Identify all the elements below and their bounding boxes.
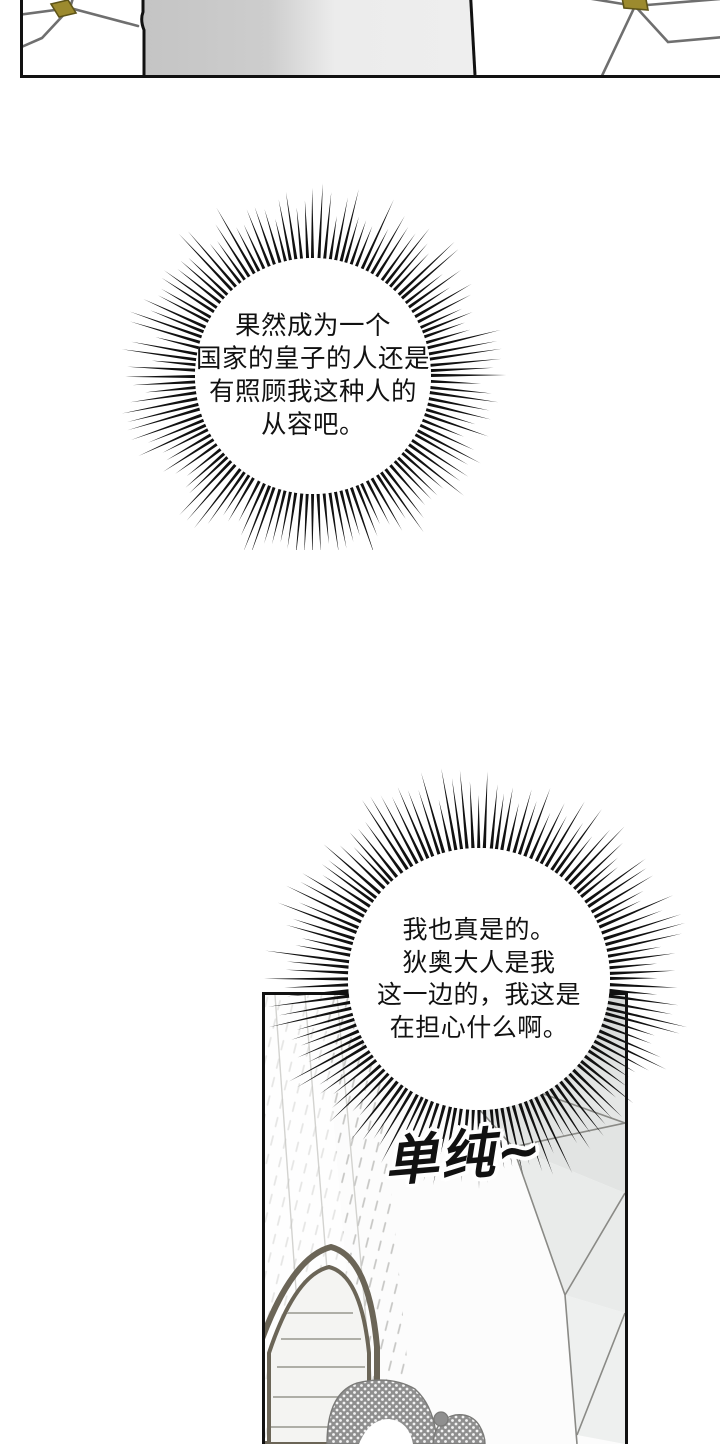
- bubble-1-text: 果然成为一个 国家的皇子的人还是 有照顾我这种人的 从容吧。: [195, 310, 430, 441]
- ceiling-plane-lower: [513, 1147, 625, 1313]
- panel-border-bottom: [20, 75, 720, 78]
- figure-silhouettes: [326, 1379, 486, 1444]
- top-panel-ceiling-mosaic: [20, 0, 720, 78]
- panel-border-left: [20, 0, 23, 78]
- thought-bubble-spiky-1: 果然成为一个 国家的皇子的人还是 有照顾我这种人的 从容吧。: [40, 110, 580, 550]
- top-panel-artwork: [20, 0, 720, 78]
- pillar-edge-right: [469, 0, 477, 76]
- bubble-1-core: 果然成为一个 国家的皇子的人还是 有照顾我这种人的 从容吧。: [195, 258, 431, 494]
- gold-joints: [49, 0, 649, 18]
- bubble-2-text: 我也真是的。 狄奥大人是我 这一边的，我这是 在担心什么啊。: [376, 915, 581, 1042]
- bubble-2-core: 我也真是的。 狄奥大人是我 这一边的，我这是 在担心什么啊。: [348, 848, 610, 1110]
- sfx-text-simple: 单纯~: [381, 1117, 546, 1194]
- pillar-shape: [141, 0, 475, 75]
- ceiling-plane-bottom: [565, 1295, 625, 1444]
- thought-bubble-spiky-2: 我也真是的。 狄奥大人是我 这一边的，我这是 在担心什么啊。: [250, 740, 710, 1200]
- pillar-edge-left: [140, 0, 146, 75]
